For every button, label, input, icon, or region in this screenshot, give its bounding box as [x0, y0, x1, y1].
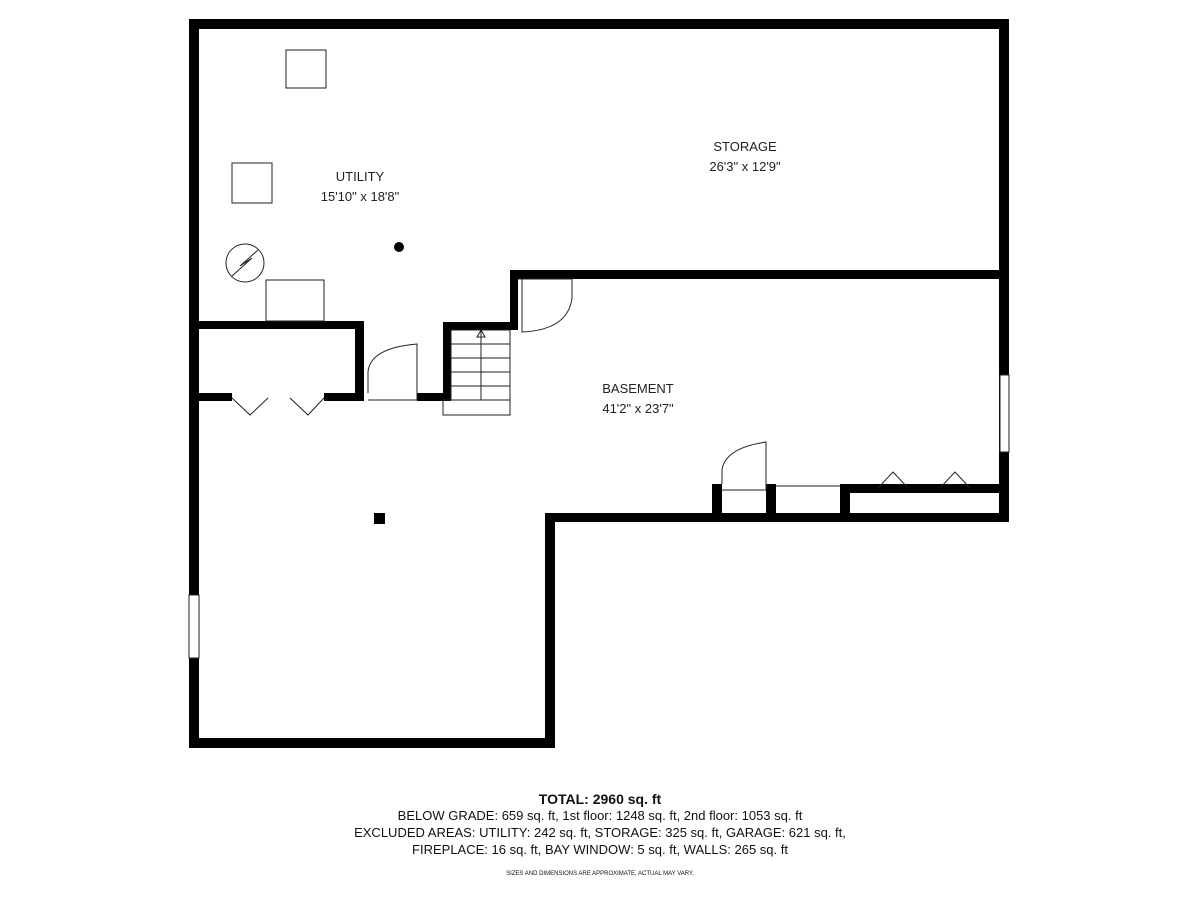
water-heater-icon	[225, 243, 265, 283]
disclaimer: SIZES AND DIMENSIONS ARE APPROXIMATE, AC…	[506, 871, 694, 877]
appliance	[285, 49, 327, 89]
bifold-door	[877, 471, 971, 489]
area-line-3: FIREPLACE: 16 sq. ft, BAY WINDOW: 5 sq. …	[412, 842, 788, 857]
door	[721, 441, 767, 491]
furnace	[265, 279, 325, 322]
door	[367, 343, 418, 401]
appliance	[231, 162, 273, 204]
area-line-2: EXCLUDED AREAS: UTILITY: 242 sq. ft, STO…	[354, 825, 846, 840]
total-area: TOTAL: 2960 sq. ft	[538, 791, 662, 807]
bifold-door	[231, 397, 325, 416]
column	[374, 513, 385, 524]
room-utility: UTILITY 15'10" x 18'8"	[280, 167, 440, 207]
room-basement: BASEMENT 41'2" x 23'7"	[558, 379, 718, 419]
window	[188, 594, 200, 659]
room-dims: 15'10" x 18'8"	[320, 189, 400, 204]
room-name: UTILITY	[335, 169, 385, 184]
room-name: STORAGE	[713, 139, 777, 154]
room-dims: 26'3" x 12'9"	[709, 159, 781, 174]
room-name: BASEMENT	[602, 381, 674, 396]
column	[394, 242, 404, 252]
window	[999, 374, 1010, 453]
stairs	[442, 328, 511, 416]
room-dims: 41'2" x 23'7"	[602, 401, 674, 416]
door	[518, 278, 573, 333]
walls	[189, 19, 1009, 748]
area-line-1: BELOW GRADE: 659 sq. ft, 1st floor: 1248…	[397, 808, 803, 823]
room-storage: STORAGE 26'3" x 12'9"	[665, 137, 825, 177]
